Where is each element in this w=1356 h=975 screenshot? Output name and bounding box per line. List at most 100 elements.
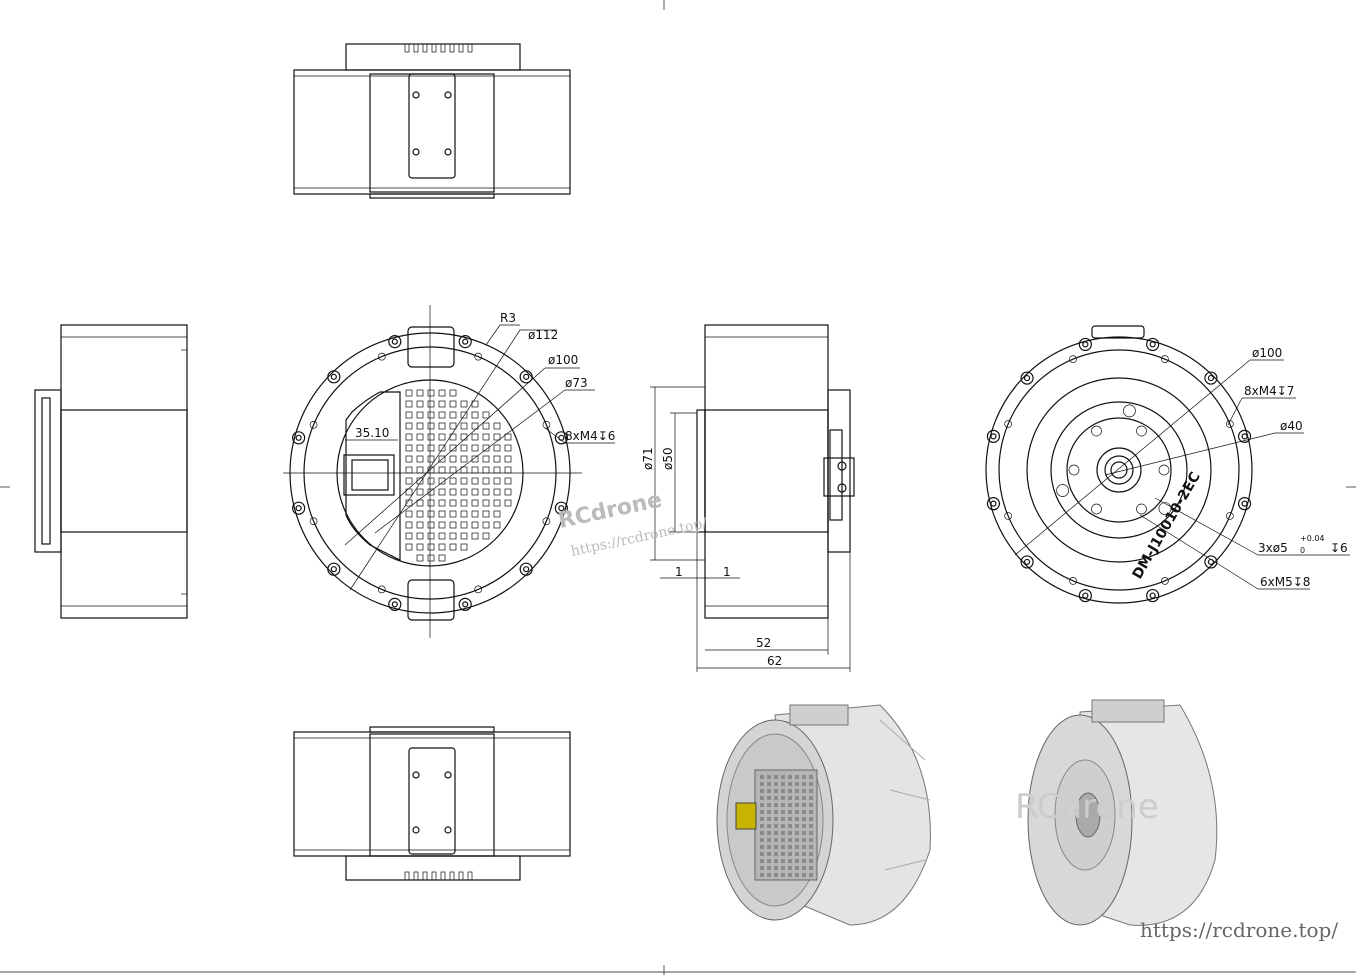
vent-square (788, 810, 792, 814)
screw-hole (412, 91, 420, 99)
mount-ear (292, 501, 306, 515)
vent-square (781, 810, 785, 814)
screw-hole (412, 771, 420, 779)
vent-square (802, 789, 806, 793)
label-width-62: 62 (767, 654, 782, 668)
vent-square (767, 817, 771, 821)
vent-square (493, 422, 501, 430)
mount-ear (1020, 371, 1034, 385)
vent-square (416, 521, 424, 529)
threaded-hole (1161, 355, 1169, 363)
vent-square (438, 477, 446, 485)
label-gap-right: 1 (723, 565, 731, 579)
vent-square (781, 866, 785, 870)
label-pins-tol-upper: +0.04 (1300, 534, 1325, 543)
mount-ear (458, 597, 472, 611)
mount-ear (1204, 371, 1218, 385)
label-d73: ø73 (565, 376, 588, 390)
vent-square (427, 389, 435, 397)
mount-hole (990, 500, 997, 507)
m5-hole (1158, 464, 1170, 476)
vent-square (795, 831, 799, 835)
vent-square (760, 866, 764, 870)
vent-square (471, 466, 479, 474)
vent-square (405, 444, 413, 452)
vent-square (774, 796, 778, 800)
threaded-hole (474, 585, 483, 594)
vent-square (427, 554, 435, 562)
bottom-view (293, 726, 571, 881)
watermark-brand-render: RCdrone (1015, 787, 1159, 827)
m5-hole (1091, 425, 1102, 437)
vent-square (460, 499, 468, 507)
vent-square (760, 782, 764, 786)
mount-hole (558, 434, 565, 441)
back-view: ø100 8xM4↧7 ø40 3xø5 +0.04 0 ↧6 6xM5↧8 D… (985, 325, 1350, 604)
mount-hole (523, 373, 530, 380)
vent-square (405, 510, 413, 518)
vent-square (774, 817, 778, 821)
vent-square (767, 803, 771, 807)
vent-square (493, 488, 501, 496)
watermark-url: https://rcdrone.top/ (1140, 918, 1338, 942)
vent-square (427, 477, 435, 485)
vent-square (774, 789, 778, 793)
vent-square (460, 466, 468, 474)
vent-square (504, 466, 512, 474)
vent-square (416, 455, 424, 463)
vent-square (774, 873, 778, 877)
vent-square (788, 824, 792, 828)
vent-square (449, 422, 457, 430)
vent-square (471, 521, 479, 529)
vent-square (471, 455, 479, 463)
mount-hole (1149, 341, 1156, 348)
front-view: R3 ø112 ø100 ø73 8xM4↧6 35.10 (283, 305, 615, 638)
left-side-view (34, 324, 188, 619)
vent-square (809, 775, 813, 779)
vent-square (449, 389, 457, 397)
vent-square (438, 422, 446, 430)
connector-pin (467, 871, 473, 881)
vent-square (482, 411, 490, 419)
m5-hole (1091, 503, 1102, 515)
vent-square (788, 775, 792, 779)
vent-square (760, 810, 764, 814)
vent-square (809, 866, 813, 870)
vent-square (781, 859, 785, 863)
vent-square (760, 831, 764, 835)
vent-square (449, 477, 457, 485)
vent-square (405, 488, 413, 496)
vent-square (493, 477, 501, 485)
vent-square (427, 521, 435, 529)
mount-ear (327, 562, 341, 576)
vent-square (493, 499, 501, 507)
vent-square (460, 433, 468, 441)
vent-square (449, 444, 457, 452)
vent-square (438, 532, 446, 540)
vent-square (781, 831, 785, 835)
vent-square (405, 400, 413, 408)
mount-hole (990, 433, 997, 440)
mount-hole (391, 338, 398, 345)
vent-square (449, 488, 457, 496)
threaded-hole (1069, 355, 1077, 363)
vent-square (416, 466, 424, 474)
threaded-hole (474, 352, 483, 361)
render-back-iso: RCdrone https://rcdrone.top/ (1015, 699, 1338, 942)
vent-square (802, 873, 806, 877)
vent-square (416, 543, 424, 551)
vent-square (774, 845, 778, 849)
vent-square (767, 775, 771, 779)
mount-ear (327, 370, 341, 384)
vent-square (471, 532, 479, 540)
vent-square (767, 796, 771, 800)
vent-square (482, 477, 490, 485)
vent-square (809, 852, 813, 856)
mount-hole (330, 373, 337, 380)
mount-ear (1237, 429, 1252, 443)
vent-square (471, 422, 479, 430)
vent-square (438, 455, 446, 463)
vent-square (788, 873, 792, 877)
mount-hole (391, 601, 398, 608)
